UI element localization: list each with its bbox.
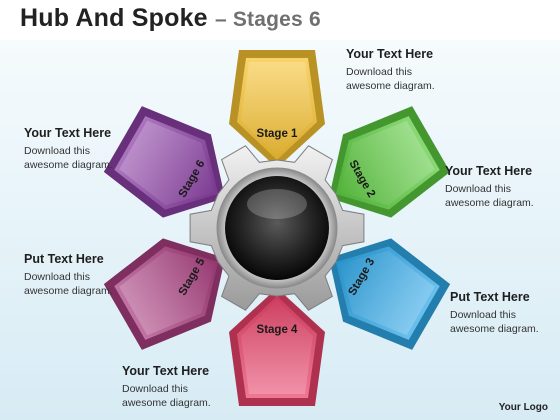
callout-bottom: Your Text Here Download this awesome dia… xyxy=(122,364,262,410)
title-sub: – Stages 6 xyxy=(214,8,321,31)
callout-title: Your Text Here xyxy=(24,126,112,140)
callout-body: Download this awesome diagram. xyxy=(24,145,113,171)
callout-right-upper: Your Text Here Download this awesome dia… xyxy=(445,164,560,210)
callout-right-lower: Put Text Here Download this awesome diag… xyxy=(450,290,560,336)
petal-highlight xyxy=(241,62,313,156)
callout-body: Download this awesome diagram. xyxy=(445,183,534,209)
callout-body: Download this awesome diagram. xyxy=(450,309,539,335)
petal-highlight xyxy=(119,250,215,336)
callout-top-right: Your Text Here Download this awesome dia… xyxy=(346,47,486,93)
page-title: Hub And Spoke – Stages 6 xyxy=(20,4,321,33)
logo-text: Your Logo xyxy=(498,402,548,413)
callout-body: Download this awesome diagram. xyxy=(122,383,211,409)
stage-label-4: Stage 4 xyxy=(257,324,299,336)
stage-petal-3 xyxy=(328,238,451,350)
stage-petal-5 xyxy=(103,238,226,350)
petals-group xyxy=(103,50,451,406)
stage-petal-6 xyxy=(103,106,226,218)
callout-title: Your Text Here xyxy=(346,47,434,61)
stage-petal-2 xyxy=(328,106,451,218)
callout-title: Your Text Here xyxy=(445,164,533,178)
stage-label-1: Stage 1 xyxy=(257,128,299,140)
petal-highlight xyxy=(241,300,313,394)
title-bar xyxy=(0,0,560,40)
petal-highlight xyxy=(339,120,435,206)
hub-highlight xyxy=(247,189,307,219)
callout-left-upper: Your Text Here Download this awesome dia… xyxy=(24,126,164,172)
stage-petal-1 xyxy=(229,50,325,168)
callout-body: Download this awesome diagram. xyxy=(346,66,435,92)
callout-left-lower: Put Text Here Download this awesome diag… xyxy=(24,252,164,298)
callout-title: Put Text Here xyxy=(450,290,530,304)
callout-title: Your Text Here xyxy=(122,364,210,378)
stage-petal-4 xyxy=(229,288,325,406)
petal-highlight xyxy=(119,120,215,206)
gear-group xyxy=(189,145,365,311)
callout-body: Download this awesome diagram. xyxy=(24,271,113,297)
callout-title: Put Text Here xyxy=(24,252,104,266)
title-main: Hub And Spoke xyxy=(20,4,208,32)
petal-highlight xyxy=(339,250,435,336)
hub-sphere xyxy=(225,176,329,280)
